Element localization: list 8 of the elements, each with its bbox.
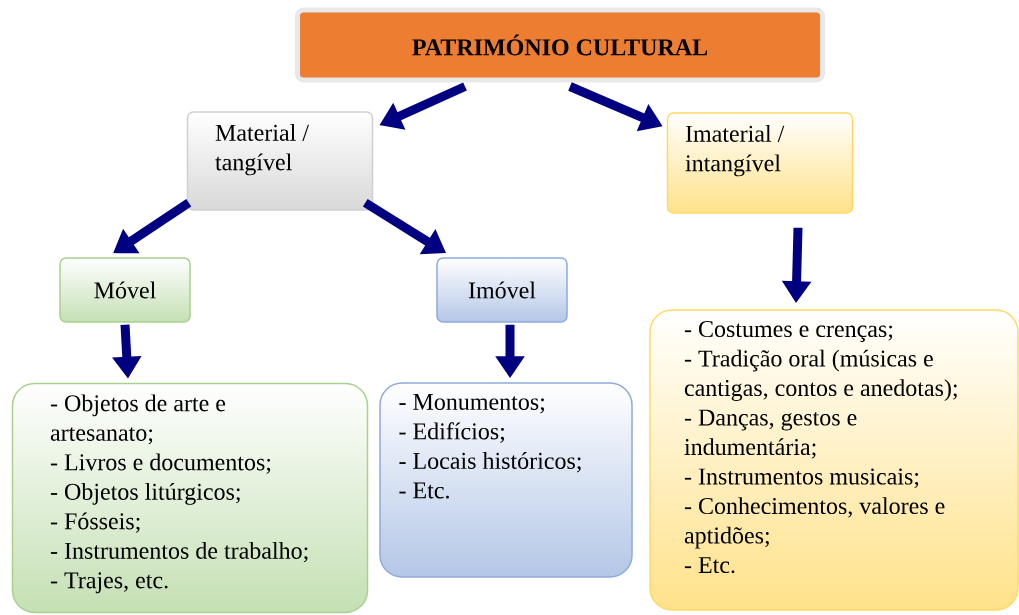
list-box: - Costumes e crenças; - Tradição oral (músicas e cantigas, contos e anedotas); - Danças, gestos e indumentária; - Instrumentos musicais; - Conhecimentos, valores e aptidões; - Etc. (649, 309, 1019, 611)
list-box: - Monumentos; - Edifícios; - Locais históricos; - Etc. (379, 382, 633, 578)
category-box: Imaterial / intangível (666, 112, 854, 214)
title-box: PATRIMÓNIO CULTURAL (295, 7, 825, 83)
list-box: - Objetos de arte e artesanato; - Livros e documentos; - Objetos litúrgicos; - Fósseis; - Instrumentos de trabalho; - Trajes, etc. (11, 382, 369, 614)
category-box: Imóvel (436, 257, 568, 323)
category-box: Material / tangível (186, 111, 374, 211)
category-box: Móvel (59, 257, 191, 323)
